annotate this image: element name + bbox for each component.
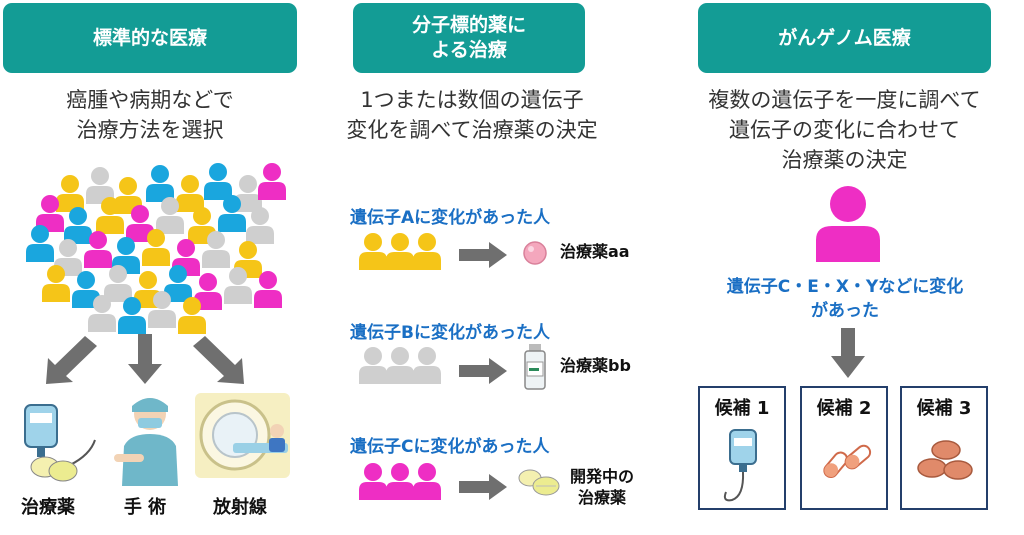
arrow-right-icon	[459, 474, 507, 500]
radiation-machine-icon	[195, 393, 290, 478]
pill-pink-icon	[523, 241, 547, 265]
candidate-3-box: 候補 3	[900, 386, 988, 510]
desc-line: 複数の遺伝子を一度に調べて	[708, 88, 981, 112]
finding-line: があった	[811, 301, 879, 321]
arrow-right-icon	[459, 358, 507, 384]
candidate-1-box: 候補 1	[698, 386, 786, 510]
arrow-right-icon	[459, 242, 507, 268]
patient-crowd-illustration	[26, 163, 286, 334]
desc-line: 癌腫や病期などで	[66, 88, 234, 112]
desc-line: 治療方法を選択	[76, 118, 224, 142]
label-radiation: 放射線	[213, 497, 267, 518]
capsule-icon	[823, 444, 872, 479]
label-medicine: 治療薬	[21, 497, 75, 518]
finding-line: 遺伝子C・E・X・Yなどに変化	[726, 277, 964, 297]
result-a-label: 治療薬aa	[560, 242, 630, 261]
person-figure	[204, 163, 232, 200]
header-cancer-genome: がんゲノム医療	[698, 3, 991, 73]
result-c-label: 開発中の 治療薬	[570, 466, 634, 508]
arrow-down-icon	[831, 328, 865, 378]
surgeon-icon	[114, 398, 178, 486]
patient-icon	[816, 186, 880, 262]
result-b-label: 治療薬bb	[560, 356, 631, 375]
gene-c-people	[359, 463, 441, 500]
candidate-3-label: 候補 3	[916, 398, 972, 419]
result-c-line: 治療薬	[578, 488, 627, 507]
desc-line: 治療薬の決定	[781, 148, 908, 172]
person-figure	[176, 175, 204, 212]
person-figure	[64, 207, 92, 244]
person-figure	[56, 175, 84, 212]
person-figure	[246, 207, 274, 244]
arrow-down-left	[46, 336, 97, 384]
candidate-2-label: 候補 2	[816, 398, 872, 419]
header-standard-care-title: 標準的な医療	[92, 26, 207, 49]
tablets-icon	[917, 440, 973, 480]
gene-c-label: 遺伝子Cに変化があった人	[350, 437, 550, 457]
desc-line: 1つまたは数個の遺伝子	[360, 88, 584, 112]
label-surgery: 手 術	[123, 497, 167, 518]
result-c-line: 開発中の	[570, 467, 635, 486]
gene-a-label: 遺伝子Aに変化があった人	[350, 208, 551, 228]
desc-line: 遺伝子の変化に合わせて	[729, 118, 960, 142]
molecular-targeted-description: 1つまたは数個の遺伝子 変化を調べて治療薬の決定	[322, 85, 622, 145]
header-line: よる治療	[431, 39, 507, 61]
header-line: 分子標的薬に	[411, 14, 526, 36]
header-standard-care: 標準的な医療	[3, 3, 297, 73]
candidate-2-box: 候補 2	[800, 386, 888, 510]
cancer-genome-description: 複数の遺伝子を一度に調べて 遺伝子の変化に合わせて 治療薬の決定	[682, 85, 1007, 175]
arrows-to-treatments	[46, 334, 244, 384]
header-cancer-genome-title: がんゲノム医療	[778, 26, 911, 49]
pills-tablet-icon	[518, 469, 560, 496]
iv-drip-icon	[24, 404, 96, 482]
gene-b-label: 遺伝子Bに変化があった人	[350, 323, 550, 343]
medicine-bottle-icon	[524, 344, 546, 390]
iv-bag-icon	[723, 429, 757, 502]
gene-a-people	[359, 233, 441, 270]
person-figure	[258, 163, 286, 200]
arrow-down-right	[193, 336, 244, 384]
desc-line: 変化を調べて治療薬の決定	[346, 118, 598, 142]
person-figure	[146, 165, 174, 202]
candidate-1-label: 候補 1	[714, 398, 770, 419]
standard-care-description: 癌腫や病期などで 治療方法を選択	[3, 85, 297, 145]
arrow-down	[128, 334, 162, 384]
finding-label: 遺伝子C・E・X・Yなどに変化 があった	[690, 275, 1000, 323]
header-molecular-targeted: 分子標的薬に よる治療	[353, 3, 585, 73]
gene-b-people	[359, 347, 441, 384]
